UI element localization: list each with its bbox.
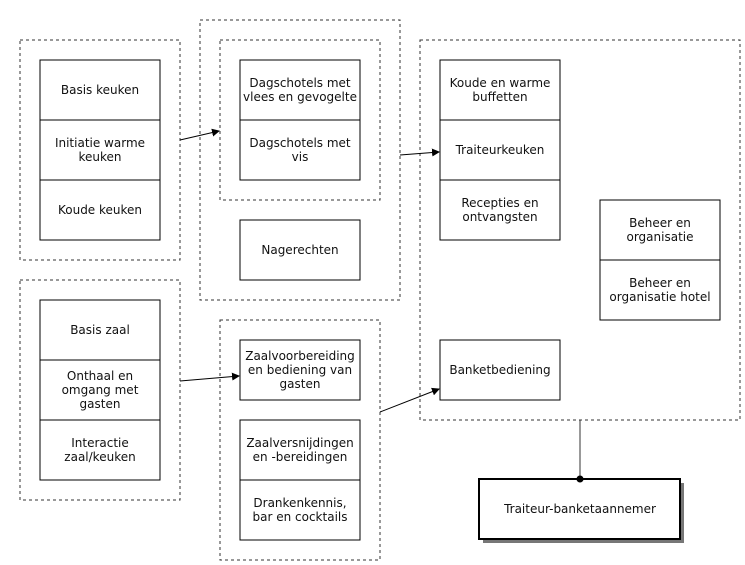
node-box — [239, 339, 361, 401]
node-label: Basis zaal — [70, 323, 130, 337]
arrow — [379, 387, 440, 413]
node-box — [239, 119, 361, 181]
final-label: Traiteur-banketaannemer — [503, 502, 656, 516]
node-label: Traiteurkeuken — [455, 143, 545, 157]
node-box — [439, 59, 561, 121]
node-label: Basis keuken — [61, 83, 139, 97]
node-box — [239, 479, 361, 541]
node-box — [599, 199, 721, 261]
node-label: Drankenkennis,bar en cocktails — [253, 496, 348, 524]
group-keuken — [19, 39, 181, 261]
node-label: Nagerechten — [261, 243, 338, 257]
node-box — [39, 179, 161, 241]
node-label: Banketbediening — [449, 363, 550, 377]
arrow — [179, 372, 240, 382]
final-box — [478, 478, 681, 540]
node-box — [239, 219, 361, 281]
node-box — [39, 359, 161, 421]
arrow — [399, 148, 440, 157]
node-box — [39, 59, 161, 121]
node-box — [39, 119, 161, 181]
node-box — [439, 339, 561, 401]
node-box — [39, 299, 161, 361]
node-label: Koude keuken — [58, 203, 142, 217]
group-zaal — [19, 279, 181, 501]
node-box — [39, 419, 161, 481]
node-box — [439, 119, 561, 181]
arrow — [179, 128, 220, 141]
group-zaal2 — [219, 319, 381, 561]
group-dagschotels-inner — [219, 39, 381, 201]
node-box — [599, 259, 721, 321]
node-box — [239, 419, 361, 481]
node-box — [439, 179, 561, 241]
connector-dot — [576, 475, 584, 483]
node-box — [239, 59, 361, 121]
